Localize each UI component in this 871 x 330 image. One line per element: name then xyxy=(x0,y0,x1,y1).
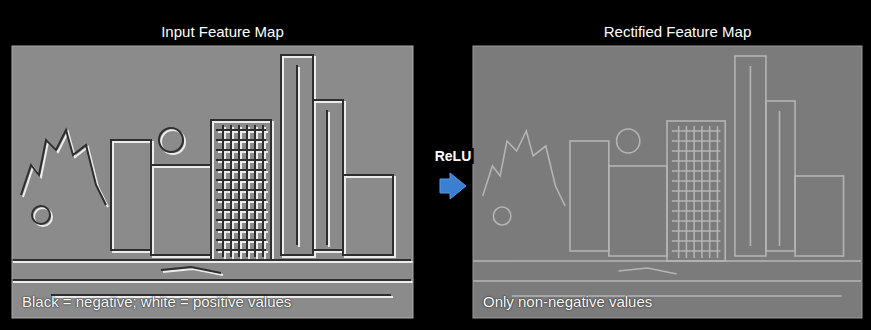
panel-caption: Only non-negative values xyxy=(483,293,652,310)
rectified-feature-image xyxy=(473,46,862,318)
image-border xyxy=(12,46,413,318)
image-border xyxy=(473,46,862,318)
edge-label: ReLU xyxy=(433,148,474,164)
block-arrow xyxy=(440,173,466,199)
panel-caption: Black = negative; white = positive value… xyxy=(22,293,291,310)
input-feature-image xyxy=(12,46,413,318)
panel-heading: Input Feature Map xyxy=(12,18,433,46)
feature-map-panel: Input Feature MapBlack = negative; white… xyxy=(12,18,433,318)
panel-heading: Rectified Feature Map xyxy=(473,18,871,46)
feature-map-panel: Rectified Feature MapOnly non-negative v… xyxy=(473,18,871,318)
